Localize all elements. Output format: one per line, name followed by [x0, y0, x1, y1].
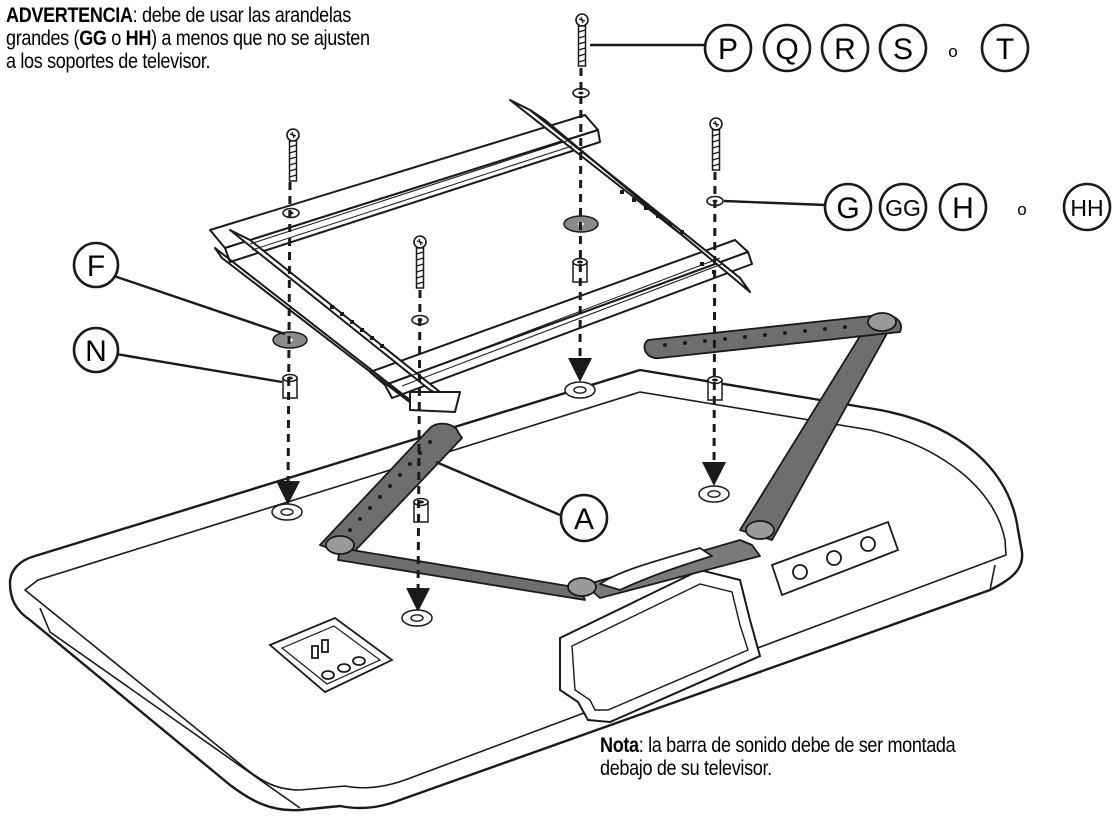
- warning-line-1: : debe de usar las arandelas: [132, 4, 352, 27]
- hardware-stack-top: [563, 13, 599, 399]
- warning-gg: GG: [79, 27, 107, 50]
- washer-label-g: G: [836, 192, 859, 225]
- wall-mount-plate: [209, 99, 753, 413]
- label-f: F: [87, 250, 105, 283]
- washer-separator: o: [1017, 200, 1026, 219]
- warning-hh: HH: [125, 27, 152, 50]
- warning-conj: o: [106, 27, 126, 50]
- callout-a: A: [559, 493, 609, 543]
- callout-screws: P Q R S o T: [703, 23, 1030, 73]
- tv-stand-neck: [559, 568, 762, 724]
- warning-line-2b: ) a menos que no se ajusten: [151, 27, 370, 50]
- hardware-stack-center: [401, 235, 433, 627]
- note-line-2: debajo de su televisor.: [600, 757, 772, 780]
- callout-f: F: [72, 241, 120, 289]
- tv-audio-jacks: [770, 520, 900, 597]
- note-text: Nota: la barra de sonido debe de ser mon…: [600, 734, 1013, 780]
- callout-washers: G GG H o HH: [823, 182, 1112, 232]
- screw-label-t: T: [996, 33, 1014, 66]
- hardware-stack-left: [271, 128, 308, 521]
- callout-n: N: [72, 326, 120, 374]
- tv-back-panel: [8, 368, 1024, 812]
- warning-line-2a: grandes (: [6, 27, 80, 50]
- note-label: Nota: [600, 734, 639, 757]
- screw-separator: o: [948, 42, 957, 61]
- tv-port-panel: [268, 616, 394, 694]
- washer-label-gg: GG: [885, 195, 921, 221]
- label-a: A: [574, 503, 594, 536]
- warning-text: ADVERTENCIA: debe de usar las arandelas …: [6, 4, 436, 73]
- soundbar-bracket: [319, 312, 902, 601]
- screw-label-s: S: [893, 33, 913, 66]
- note-line-1: : la barra de sonido debe de ser montada: [638, 734, 956, 757]
- screw-label-p: P: [718, 33, 738, 66]
- washer-label-hh: HH: [1070, 195, 1103, 221]
- washer-label-h: H: [952, 192, 974, 225]
- label-n: N: [85, 335, 107, 368]
- leader-lines: [113, 43, 827, 517]
- warning-line-3: a los soportes de televisor.: [6, 50, 211, 73]
- screw-label-q: Q: [775, 33, 798, 66]
- screw-label-r: R: [834, 33, 856, 66]
- warning-label: ADVERTENCIA: [6, 4, 133, 27]
